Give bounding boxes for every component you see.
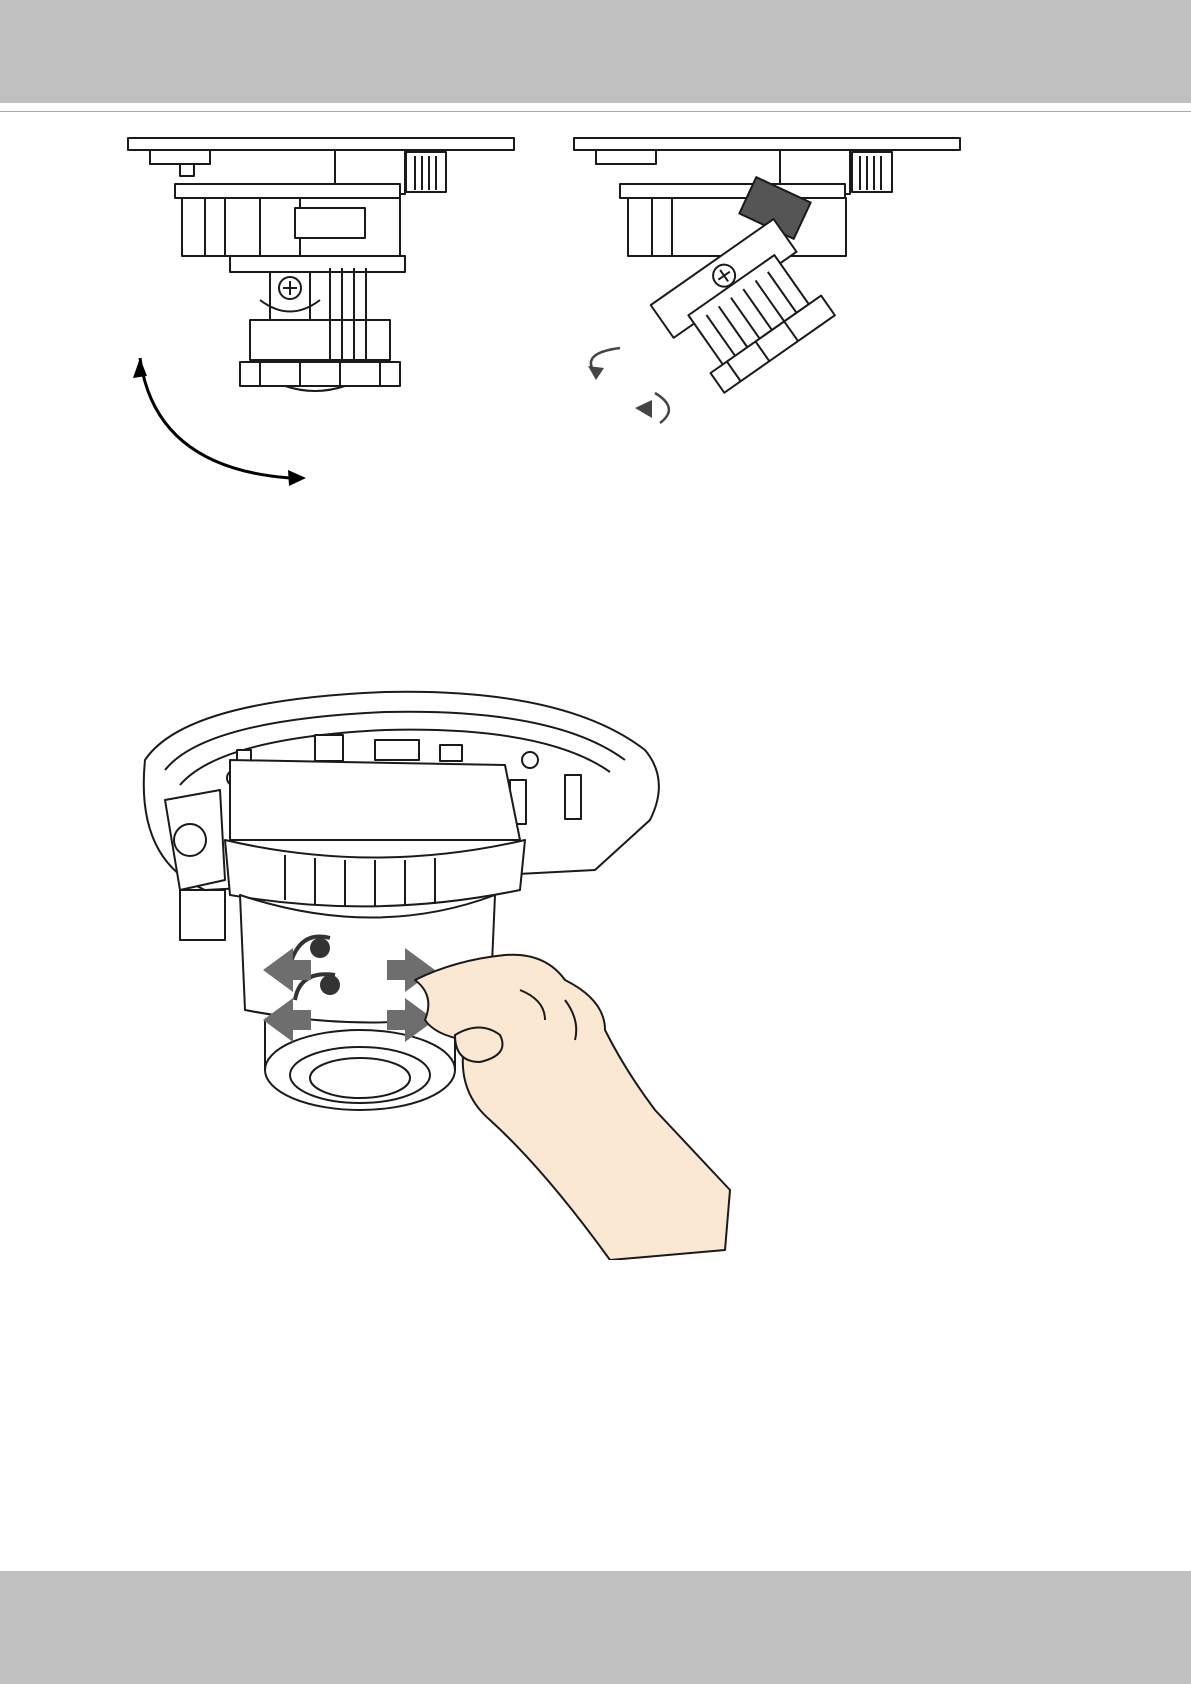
- camera-module-tilted-icon: [560, 128, 980, 438]
- header-divider: [0, 111, 1191, 112]
- page-footer-band: [0, 1571, 1191, 1684]
- hand-adjusting-lens-icon: [125, 690, 745, 1260]
- figure-tilt-side-view: [110, 128, 540, 528]
- camera-module-side-icon: [110, 128, 540, 528]
- figure-tilt-rotated-view: [560, 128, 980, 438]
- figure-lens-adjustment: [125, 690, 745, 1260]
- page-header-band: [0, 0, 1191, 103]
